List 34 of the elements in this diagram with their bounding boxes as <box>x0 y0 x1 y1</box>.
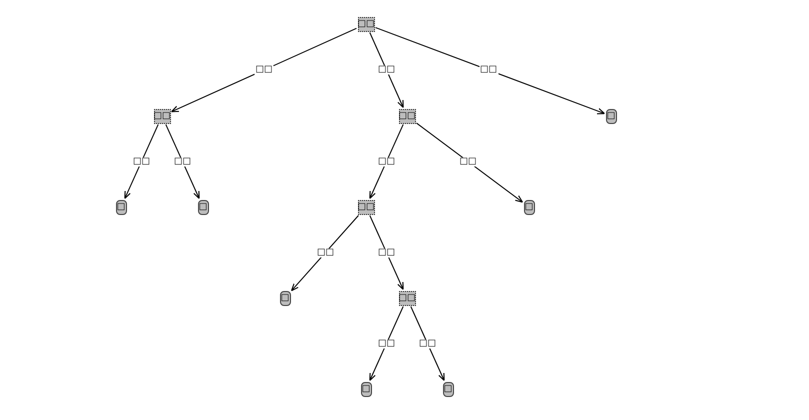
edge-label: □□ <box>377 248 396 257</box>
edge-label: □□ <box>479 66 498 74</box>
decision-node: □□ <box>358 16 374 32</box>
arrow <box>410 306 445 382</box>
edge-label: □□ <box>458 157 478 166</box>
edge-label: □□ <box>254 66 274 74</box>
decision-node: □□ <box>398 108 416 124</box>
leaf-node: □ <box>116 200 126 214</box>
leaf-node: □ <box>198 200 208 214</box>
edge-label: □□ <box>377 157 396 166</box>
leaf-node: □ <box>606 108 616 124</box>
leaf-node: □ <box>280 290 290 306</box>
leaf-node: □ <box>360 382 372 396</box>
edge-label: □□ <box>377 66 396 74</box>
edge-label: □□ <box>173 157 192 166</box>
arrow <box>375 27 606 114</box>
arrow <box>416 122 524 203</box>
arrow <box>369 215 404 290</box>
edge-label: □□ <box>132 157 151 166</box>
arrow <box>124 124 159 200</box>
edge-label: □□ <box>377 339 396 348</box>
arrow <box>170 28 357 112</box>
leaf-node: □ <box>524 200 534 214</box>
arrow <box>369 124 404 200</box>
edge-label: □□ <box>418 339 437 348</box>
arrow <box>369 306 404 382</box>
arrow <box>290 215 359 292</box>
arrow <box>369 32 404 108</box>
edge-label: □□ <box>316 248 335 257</box>
leaf-node: □ <box>442 382 454 396</box>
decision-node: □□ <box>154 108 170 124</box>
decision-node: □□ <box>398 290 416 306</box>
decision-node: □□ <box>358 200 374 214</box>
arrow <box>165 124 200 200</box>
